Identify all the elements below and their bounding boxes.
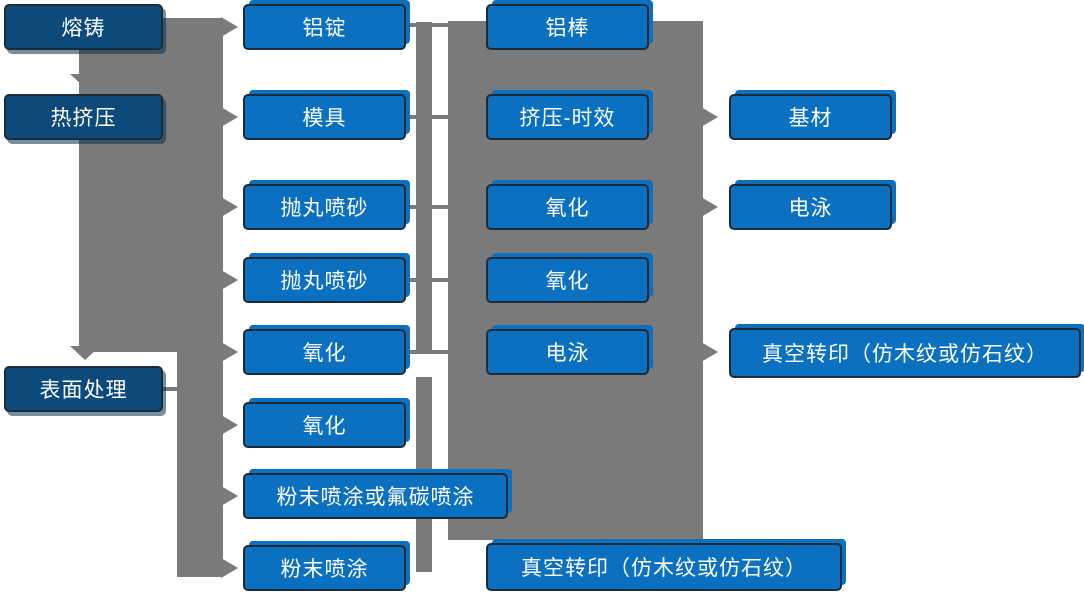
arrow-right-icon [221, 415, 238, 435]
arrow-right-icon [701, 197, 718, 217]
node-aluminum-ingot: 铝锭 [243, 4, 406, 50]
connector-left-lower-bar [177, 352, 223, 577]
node-shot-blasting-1: 抛丸喷砂 [243, 184, 406, 230]
arrow-down-icon [70, 74, 100, 88]
node-aluminum-rod: 铝棒 [486, 4, 649, 50]
node-vacuum-transfer-col4: 真空转印（仿木纹或仿石纹） [729, 328, 1081, 378]
connector-row-link-4 [406, 278, 452, 282]
arrow-right-icon [221, 197, 238, 217]
node-hot-extrusion: 热挤压 [4, 94, 163, 140]
arrow-right-icon [221, 17, 238, 37]
arrow-down-icon [70, 346, 100, 360]
node-oxidation-col2-1: 氧化 [243, 329, 406, 375]
node-oxidation-col3-1: 氧化 [486, 184, 649, 230]
connector-surface-treatment-stub [160, 387, 178, 391]
arrow-right-icon [701, 342, 718, 362]
node-mold: 模具 [243, 94, 406, 140]
connector-row-link-5 [406, 350, 452, 354]
connector-middle-bar-upper [416, 22, 432, 353]
connector-row-link-3 [406, 205, 452, 209]
arrow-right-icon [221, 270, 238, 290]
arrow-right-icon [221, 342, 238, 362]
node-powder-coating: 粉末喷涂 [243, 545, 406, 591]
node-oxidation-col2-2: 氧化 [243, 402, 406, 448]
node-shot-blasting-2: 抛丸喷砂 [243, 257, 406, 303]
node-powder-or-fluorocarbon: 粉末喷涂或氟碳喷涂 [243, 473, 508, 519]
connector-left-trunk [79, 18, 223, 352]
node-base-material: 基材 [729, 94, 892, 140]
arrow-right-icon [221, 558, 238, 578]
connector-row-link-1 [406, 23, 452, 27]
node-extrusion-aging: 挤压-时效 [486, 94, 649, 140]
node-oxidation-col3-2: 氧化 [486, 257, 649, 303]
node-vacuum-transfer-col3: 真空转印（仿木纹或仿石纹） [486, 543, 842, 591]
node-electrophoresis-col4: 电泳 [729, 184, 892, 230]
arrow-right-icon [221, 107, 238, 127]
arrow-right-icon [701, 107, 718, 127]
connector-row-link-2 [406, 115, 452, 119]
node-melting-casting: 熔铸 [4, 4, 163, 50]
node-surface-treatment: 表面处理 [4, 366, 163, 412]
node-electrophoresis-col3: 电泳 [486, 329, 649, 375]
arrow-right-icon [221, 486, 238, 506]
